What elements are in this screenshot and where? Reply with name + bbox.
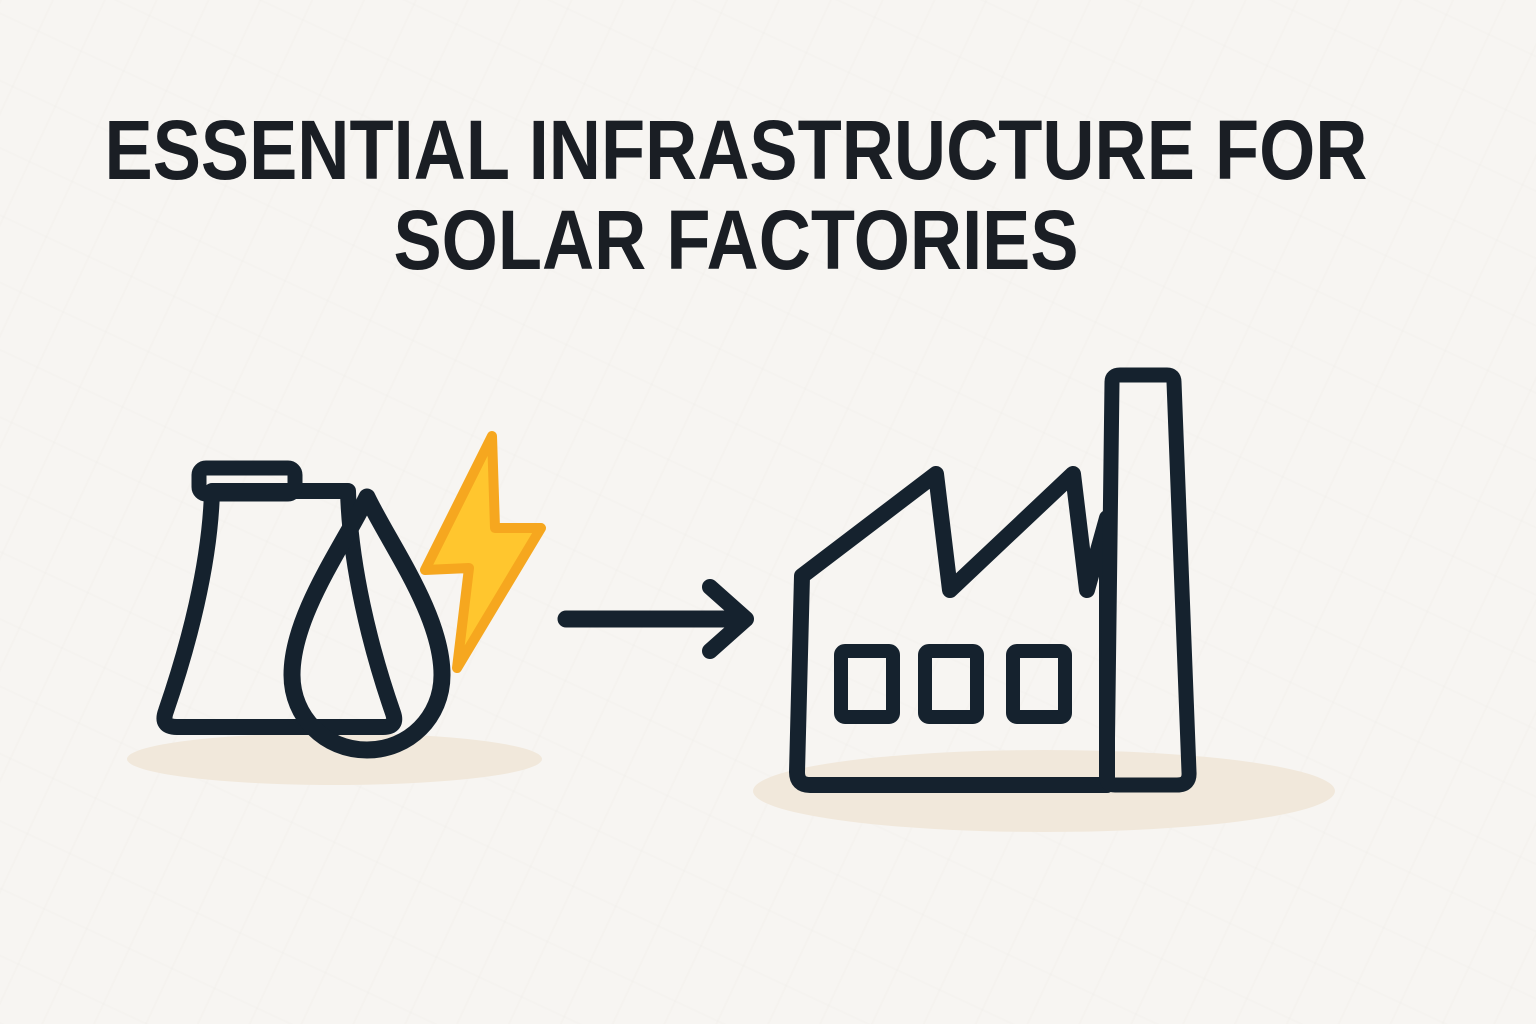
water-drop-shape — [283, 488, 451, 759]
arrow-head — [702, 579, 754, 659]
factory-building — [789, 466, 1115, 793]
title-line-2: SOLAR FACTORIES — [393, 192, 1079, 287]
cooling-tower-cap — [191, 460, 303, 502]
cooling-tower-body — [156, 483, 403, 735]
page-title: ESSENTIAL INFRASTRUCTURE FOR SOLAR FACTO… — [60, 103, 1412, 287]
factory-chimney — [1099, 367, 1197, 793]
factory-windows — [834, 644, 1072, 724]
right-arrow-icon — [557, 579, 754, 659]
water-drop-icon — [283, 488, 451, 759]
title-line-1: ESSENTIAL INFRASTRUCTURE FOR — [104, 103, 1368, 197]
factory-window — [1006, 644, 1072, 724]
factory-window — [918, 644, 984, 724]
factory-window — [834, 644, 900, 724]
lightning-bolt-icon — [420, 431, 546, 673]
bolt-shape — [420, 431, 546, 673]
factory-icon — [789, 367, 1197, 793]
cooling-tower-icon — [156, 460, 403, 735]
